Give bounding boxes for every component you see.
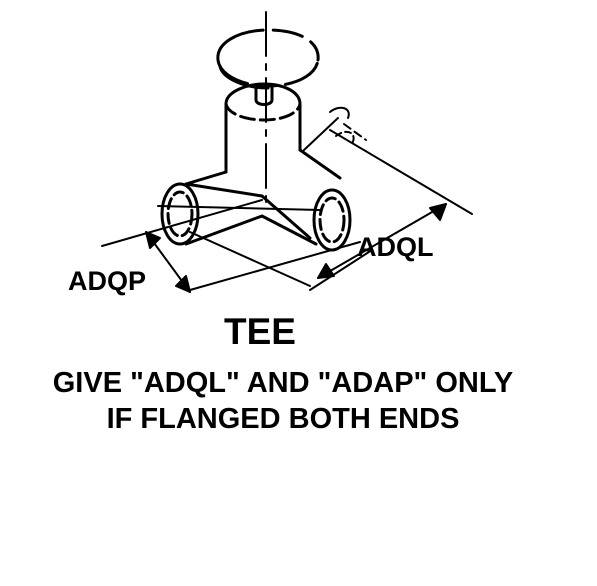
base-lines <box>101 199 361 291</box>
left-run <box>160 170 318 246</box>
adql-dimension-label: ADQL <box>357 232 434 262</box>
adqp-dimension <box>145 231 191 293</box>
top-flange <box>216 28 320 90</box>
note-line-1: GIVE "ADQL" AND "ADAP" ONLY <box>52 367 514 399</box>
center-lines <box>157 11 321 211</box>
diagram-title: TEE <box>224 311 296 352</box>
vertical-branch <box>224 82 302 174</box>
note-line-2: IF FLANGED BOTH ENDS <box>106 403 460 435</box>
adql-dimension <box>303 106 473 291</box>
adqp-dimension-label: ADQP <box>68 266 147 296</box>
